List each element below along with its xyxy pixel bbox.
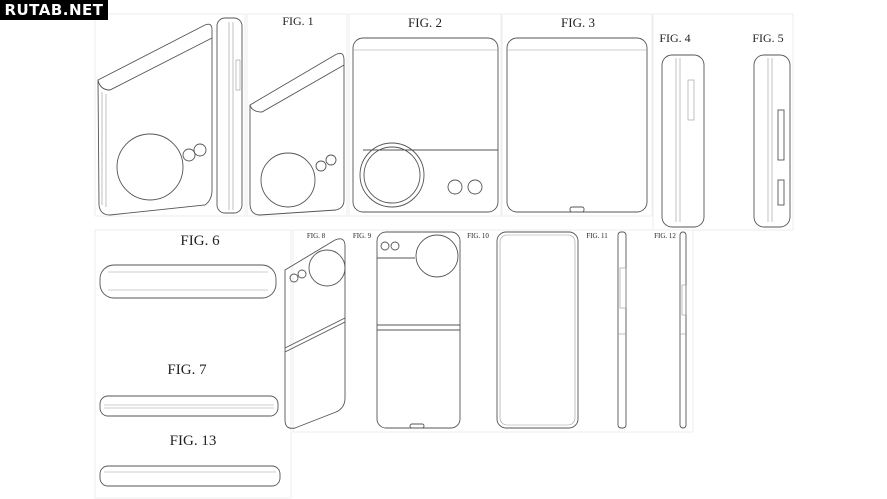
- fig13-drawing: [99, 465, 281, 487]
- fig4-drawing: [661, 54, 705, 228]
- fig6-drawing: [99, 264, 277, 299]
- panel-fig2: [348, 13, 502, 217]
- fig2-label: FIG. 2: [408, 15, 442, 30]
- panel-fig8-12: [292, 229, 694, 433]
- fig8-label: FIG. 8: [307, 232, 326, 240]
- fig9-drawing: [376, 231, 461, 429]
- fig12-drawing: [679, 231, 687, 429]
- fig8-drawing: [284, 238, 346, 429]
- fig6-label: FIG. 6: [180, 233, 220, 249]
- fig4-label: FIG. 4: [659, 31, 690, 45]
- fig11-drawing: [617, 231, 627, 429]
- fig12-label: FIG. 12: [654, 232, 676, 240]
- panel-fig6-7-13: [94, 229, 292, 499]
- panel-fig4-5: [652, 13, 794, 231]
- fig3-label: FIG. 3: [561, 15, 595, 30]
- fig5-label: FIG. 5: [752, 31, 783, 45]
- fig10-label: FIG. 10: [467, 232, 489, 240]
- fig1-drawing: [249, 52, 345, 216]
- fig5-drawing: [753, 54, 791, 228]
- fig9-label: FIG. 9: [353, 232, 372, 240]
- panel-fig3: [501, 13, 653, 217]
- panel-perspective: [94, 13, 246, 217]
- fig7-label: FIG. 7: [167, 362, 207, 378]
- fig3-drawing: [506, 37, 648, 213]
- fig13-label: FIG. 13: [170, 433, 217, 449]
- fig2-drawing: [352, 37, 499, 213]
- fig1-label: FIG. 1: [282, 14, 313, 28]
- panel-fig1: [246, 13, 348, 217]
- fig11-label: FIG. 11: [586, 232, 608, 240]
- fig7-drawing: [99, 395, 279, 417]
- fig10-drawing: [496, 231, 579, 429]
- closed-phone-perspective-drawing: [97, 17, 243, 216]
- watermark-logo: RUTAB.NET: [0, 0, 108, 20]
